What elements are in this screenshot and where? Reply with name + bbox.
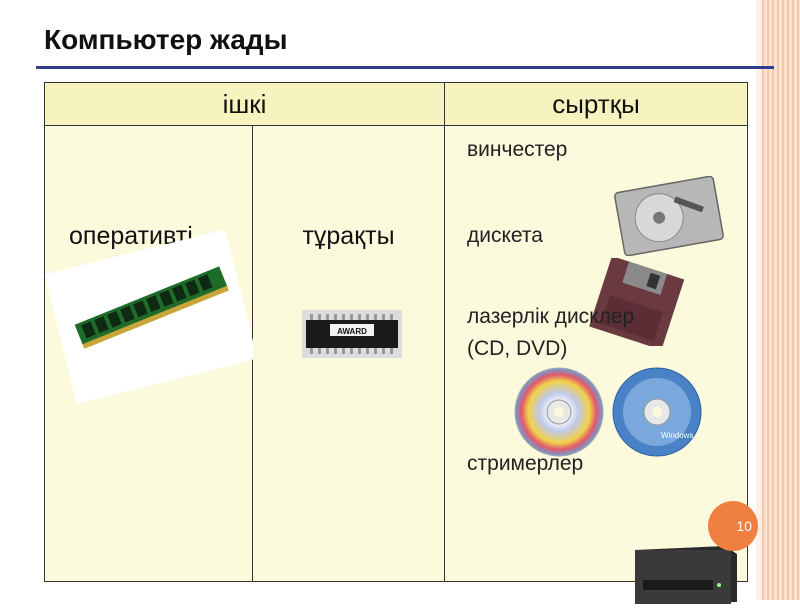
ext-item-floppy: дискета	[467, 224, 543, 247]
ram-stick-icon	[74, 266, 229, 349]
slide-number-badge: 10	[708, 501, 758, 551]
header-internal: ішкі	[43, 82, 446, 126]
side-border-inner	[756, 0, 762, 600]
page-title: Компьютер жады	[44, 24, 288, 55]
header-external: сыртқы	[444, 82, 749, 126]
ext-item-hdd: винчестер	[467, 138, 568, 161]
side-border-stripes	[762, 0, 800, 600]
title-underline	[36, 66, 774, 69]
ext-item-optical-1: лазерлік дисклер	[467, 305, 635, 328]
award-label: AWARD	[337, 327, 367, 336]
dvd-disc-icon: Windows	[612, 367, 702, 457]
external-cell: винчестер дискета лазерлік дисклер	[444, 125, 749, 604]
rom-label: тұрақты	[302, 222, 395, 250]
cd-disc-icon	[514, 367, 604, 457]
ram-module-image	[44, 229, 258, 404]
ram-cell: оперативті	[44, 125, 258, 582]
windows-label: Windows	[661, 431, 693, 440]
ext-item-optical-2: (CD, DVD)	[467, 337, 568, 360]
bios-chip-icon: AWARD	[302, 310, 402, 358]
rom-cell: тұрақты AWARD	[251, 125, 446, 582]
floppy-disk-icon	[589, 258, 685, 346]
memory-table: ішкі сыртқы оперативті	[43, 82, 749, 604]
hard-drive-icon	[614, 176, 724, 256]
tape-drive-icon	[635, 546, 738, 604]
ext-item-tape: стримерлер	[467, 452, 584, 475]
